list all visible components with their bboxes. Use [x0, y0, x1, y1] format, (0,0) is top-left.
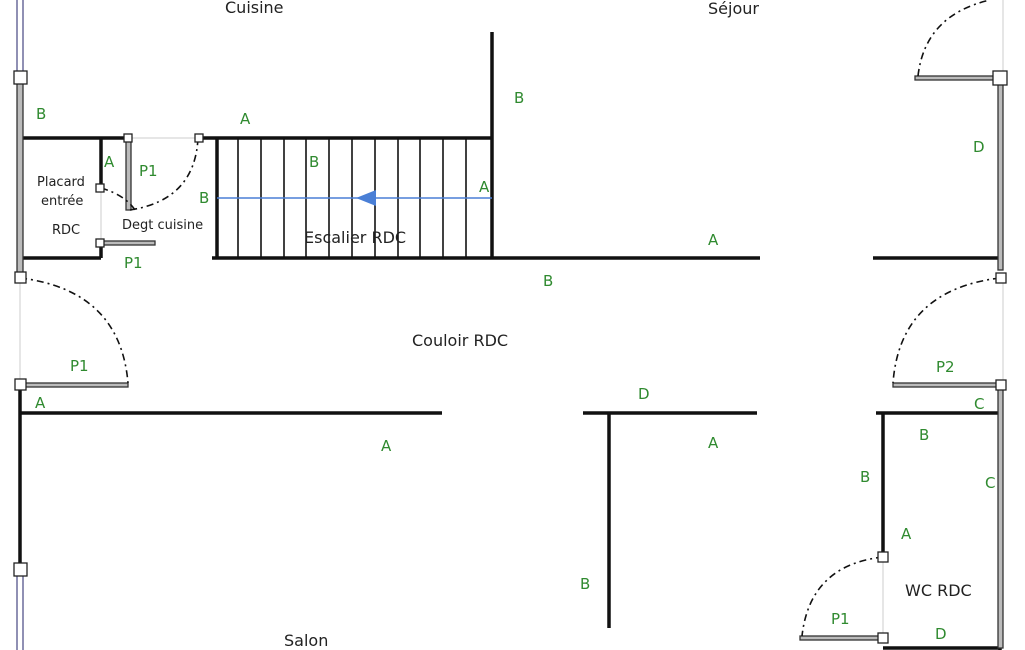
wall-label: B — [36, 105, 46, 123]
wall-label: P1 — [831, 610, 850, 628]
wall-label: A — [708, 231, 719, 249]
wall-handles[interactable] — [13, 70, 1008, 644]
wall-label: B — [580, 575, 590, 593]
stair-direction-arrow — [217, 190, 492, 206]
wall-label: A — [381, 437, 392, 455]
wall-label: A — [901, 525, 912, 543]
wall-label: A — [104, 153, 115, 171]
wall-label: B — [309, 153, 319, 171]
wall-label: D — [973, 138, 985, 156]
walls — [18, 32, 1002, 650]
wall-label: B — [543, 272, 553, 290]
room-degt-cuisine: Degt cuisine — [122, 218, 203, 233]
room-cuisine: Cuisine — [225, 0, 284, 17]
wall-label: B — [199, 189, 209, 207]
wall-label: D — [638, 385, 650, 403]
wall-label: B — [860, 468, 870, 486]
wall-label: P2 — [936, 358, 955, 376]
wall-label: D — [935, 625, 947, 643]
windows — [16, 0, 24, 650]
room-placard-line3: RDC — [52, 223, 80, 238]
wall-label: A — [708, 434, 719, 452]
wall-label: P1 — [124, 254, 143, 272]
guide-lines — [19, 0, 1004, 638]
room-sejour: Séjour — [708, 0, 759, 18]
room-salon: Salon — [284, 631, 328, 650]
room-placard-line2: entrée — [41, 194, 83, 209]
wall-label: A — [35, 394, 46, 412]
wall-label: B — [514, 89, 524, 107]
doors — [16, 0, 1004, 649]
room-couloir: Couloir RDC — [412, 331, 508, 350]
wall-label: B — [919, 426, 929, 444]
wall-labels: B A A P1 B B A P1 B A B D P1 A A D A B P… — [35, 89, 995, 643]
room-escalier: Escalier RDC — [304, 228, 406, 247]
room-placard-line1: Placard — [37, 175, 85, 190]
wall-label: A — [479, 178, 490, 196]
wall-label: P1 — [70, 357, 89, 375]
wall-label: A — [240, 110, 251, 128]
wall-label: C — [974, 395, 984, 413]
room-wc: WC RDC — [905, 581, 972, 600]
wall-label: C — [985, 474, 995, 492]
wall-label: P1 — [139, 162, 158, 180]
